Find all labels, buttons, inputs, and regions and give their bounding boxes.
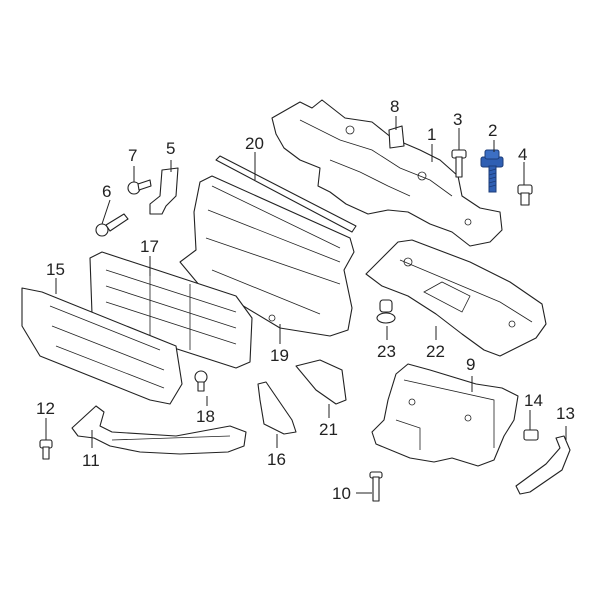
callout-4: 4 xyxy=(518,145,528,164)
part-9-air-guide[interactable] xyxy=(371,363,519,467)
callout-12: 12 xyxy=(36,399,55,418)
callout-2: 2 xyxy=(488,121,498,140)
callout-13: 13 xyxy=(556,404,575,423)
part-6-bolt[interactable] xyxy=(95,213,129,237)
callout-7: 7 xyxy=(128,146,138,165)
part-8-clip[interactable] xyxy=(388,125,405,149)
callout-14: 14 xyxy=(524,391,543,410)
part-11-lower-bracket[interactable] xyxy=(71,405,247,455)
part-4-bolt[interactable] xyxy=(517,184,533,206)
part-22-splash-shield[interactable] xyxy=(365,239,547,357)
callout-1: 1 xyxy=(427,125,437,144)
part-21-deflector[interactable] xyxy=(295,359,347,405)
part-20-seal-strip[interactable] xyxy=(215,155,357,233)
part-10-bolt[interactable] xyxy=(369,471,383,502)
part-3-bolt[interactable] xyxy=(451,149,467,178)
callout-20: 20 xyxy=(245,134,264,153)
callout-16: 16 xyxy=(267,450,286,469)
part-13-side-seal[interactable] xyxy=(515,435,571,495)
part-18-bolt[interactable] xyxy=(194,370,208,392)
part-2-bolt-highlighted[interactable] xyxy=(480,149,504,193)
callout-9: 9 xyxy=(466,355,476,374)
part-12-bolt[interactable] xyxy=(39,439,53,460)
callout-11: 11 xyxy=(82,451,100,470)
callout-8: 8 xyxy=(390,97,400,116)
leader-lines xyxy=(45,116,567,494)
callout-19: 19 xyxy=(270,346,289,365)
callout-3: 3 xyxy=(453,110,463,129)
callout-17: 17 xyxy=(140,237,159,256)
callout-6: 6 xyxy=(102,182,112,201)
callout-18: 18 xyxy=(196,407,215,426)
callout-15: 15 xyxy=(46,260,65,279)
part-16-deflector[interactable] xyxy=(257,381,297,435)
callout-22: 22 xyxy=(426,342,445,361)
callout-10: 10 xyxy=(332,484,351,503)
part-23-pushpin[interactable] xyxy=(376,299,396,324)
callout-5: 5 xyxy=(166,139,176,158)
part-5-bracket[interactable] xyxy=(149,167,179,215)
callout-23: 23 xyxy=(377,342,396,361)
part-15-lower-panel[interactable] xyxy=(21,287,183,405)
part-14-nut[interactable] xyxy=(523,429,539,441)
callout-21: 21 xyxy=(319,420,338,439)
part-1-upper-support[interactable] xyxy=(271,99,503,247)
part-7-bolt[interactable] xyxy=(127,179,152,195)
